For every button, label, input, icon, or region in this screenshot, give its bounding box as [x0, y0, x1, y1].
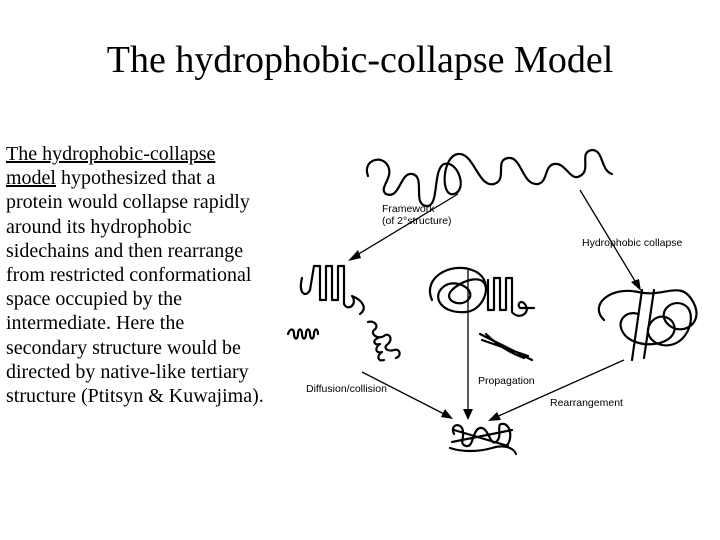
unfolded-chain	[365, 148, 614, 208]
native-folded-state	[448, 422, 518, 456]
propagation-arrowhead	[463, 409, 473, 420]
label-diffusion-collision: Diffusion/collision	[306, 383, 387, 395]
collapsed-globule	[597, 288, 698, 362]
label-rearrangement: Rearrangement	[550, 397, 623, 409]
framework-hairpin	[299, 264, 365, 316]
rearrangement-arrowhead	[488, 412, 501, 421]
central-hairpin	[486, 276, 536, 317]
framework-arrow	[351, 193, 459, 259]
framework-helix-right	[366, 320, 401, 360]
body-description: hypothesized that a protein would collap…	[6, 167, 264, 408]
framework-arrowhead	[348, 250, 361, 261]
hydrophobic-collapse-arrow	[579, 189, 639, 287]
slide-title: The hydrophobic-collapse Model	[106, 39, 614, 81]
body-paragraph: The hydrophobic-collapse model hypothesi…	[6, 142, 270, 408]
label-hydrophobic-collapse: Hydrophobic collapse	[582, 237, 683, 249]
framework-helix-lower	[373, 336, 386, 362]
framework-helix-left	[286, 328, 320, 340]
label-propagation: Propagation	[478, 375, 535, 387]
diffusion-collision-arrow	[361, 371, 449, 417]
central-sheet	[478, 332, 534, 362]
diffusion-collision-arrowhead	[441, 409, 453, 419]
hydrophobic-collapse-arrowhead	[631, 279, 641, 291]
folding-pathways-diagram: Framework (of 2°structure) Hydrophobic c…	[286, 148, 698, 456]
label-framework-1: Framework	[382, 203, 435, 215]
underlined-model-name: The hydrophobic-collapse model	[6, 143, 216, 190]
rearrangement-arrow	[493, 359, 625, 419]
label-framework-2: (of 2°structure)	[382, 215, 452, 227]
central-collapsed-intermediate	[428, 266, 488, 314]
